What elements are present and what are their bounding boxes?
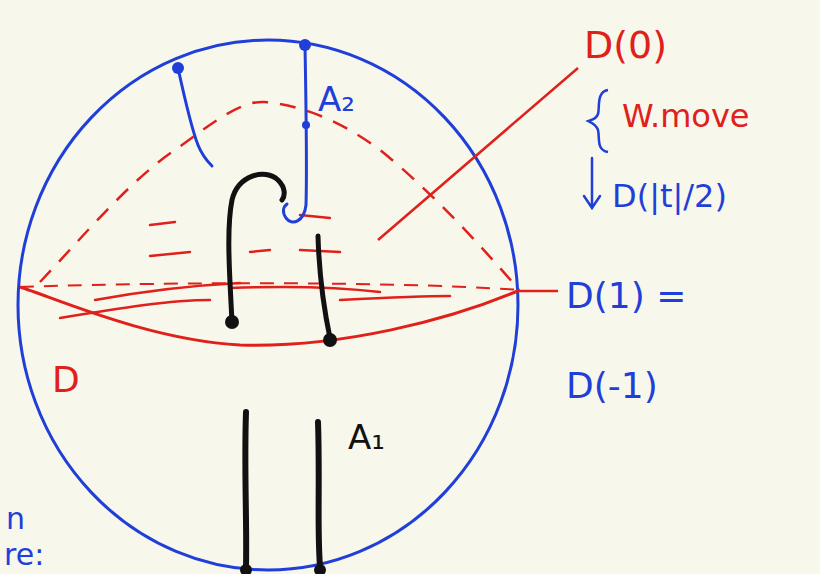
- brace: [588, 90, 608, 152]
- label: D(|t|/2): [612, 180, 727, 212]
- label: D(0): [584, 26, 667, 64]
- label: A₂: [318, 82, 355, 116]
- label: W.move: [622, 100, 750, 132]
- ball-outline: [18, 40, 518, 570]
- arrow: [584, 158, 600, 208]
- endpoint-dot: [314, 564, 326, 574]
- label: re:: [4, 540, 44, 570]
- hatching: [60, 215, 450, 318]
- arc-A2: [229, 174, 330, 338]
- point: [302, 121, 310, 129]
- arc-A1: [245, 412, 320, 568]
- leader-line: [518, 290, 558, 293]
- endpoint-dot: [323, 333, 337, 347]
- label: D: [52, 362, 80, 398]
- disk-edge: [20, 287, 520, 345]
- dome-surface: [40, 102, 515, 285]
- endpoint-dot: [225, 315, 239, 329]
- leader-line: [378, 68, 578, 240]
- label: A₁: [348, 420, 385, 454]
- label: n: [6, 504, 25, 534]
- endpoint-dot: [240, 564, 252, 574]
- label: D(1) =: [566, 278, 686, 314]
- endpoint-dot: [299, 39, 311, 51]
- endpoint-dot: [172, 62, 184, 74]
- boundary-arc: [178, 45, 306, 222]
- label: D(-1): [566, 368, 658, 404]
